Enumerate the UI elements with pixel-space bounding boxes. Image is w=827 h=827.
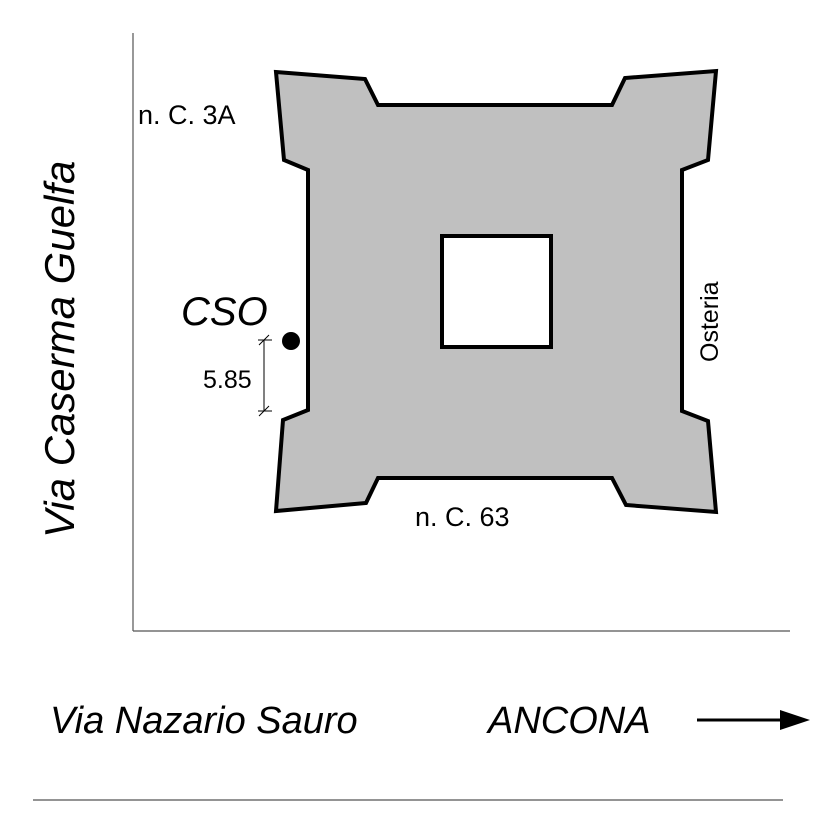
direction-label: ANCONA: [486, 700, 651, 742]
north-building-label: n. C. 3A: [138, 100, 236, 130]
distance-marker: [258, 334, 272, 417]
inner-courtyard: [440, 234, 553, 349]
bottom-street-label: Via Nazario Sauro: [50, 700, 358, 742]
direction-arrow-icon: [697, 710, 810, 730]
cso-marker: [282, 332, 300, 350]
left-street-label: Via Caserma Guelfa: [36, 161, 83, 538]
station-label: CSO: [181, 290, 268, 334]
east-building-label: Osteria: [696, 281, 724, 362]
south-building-label: n. C. 63: [415, 502, 510, 532]
distance-label: 5.85: [203, 366, 252, 394]
